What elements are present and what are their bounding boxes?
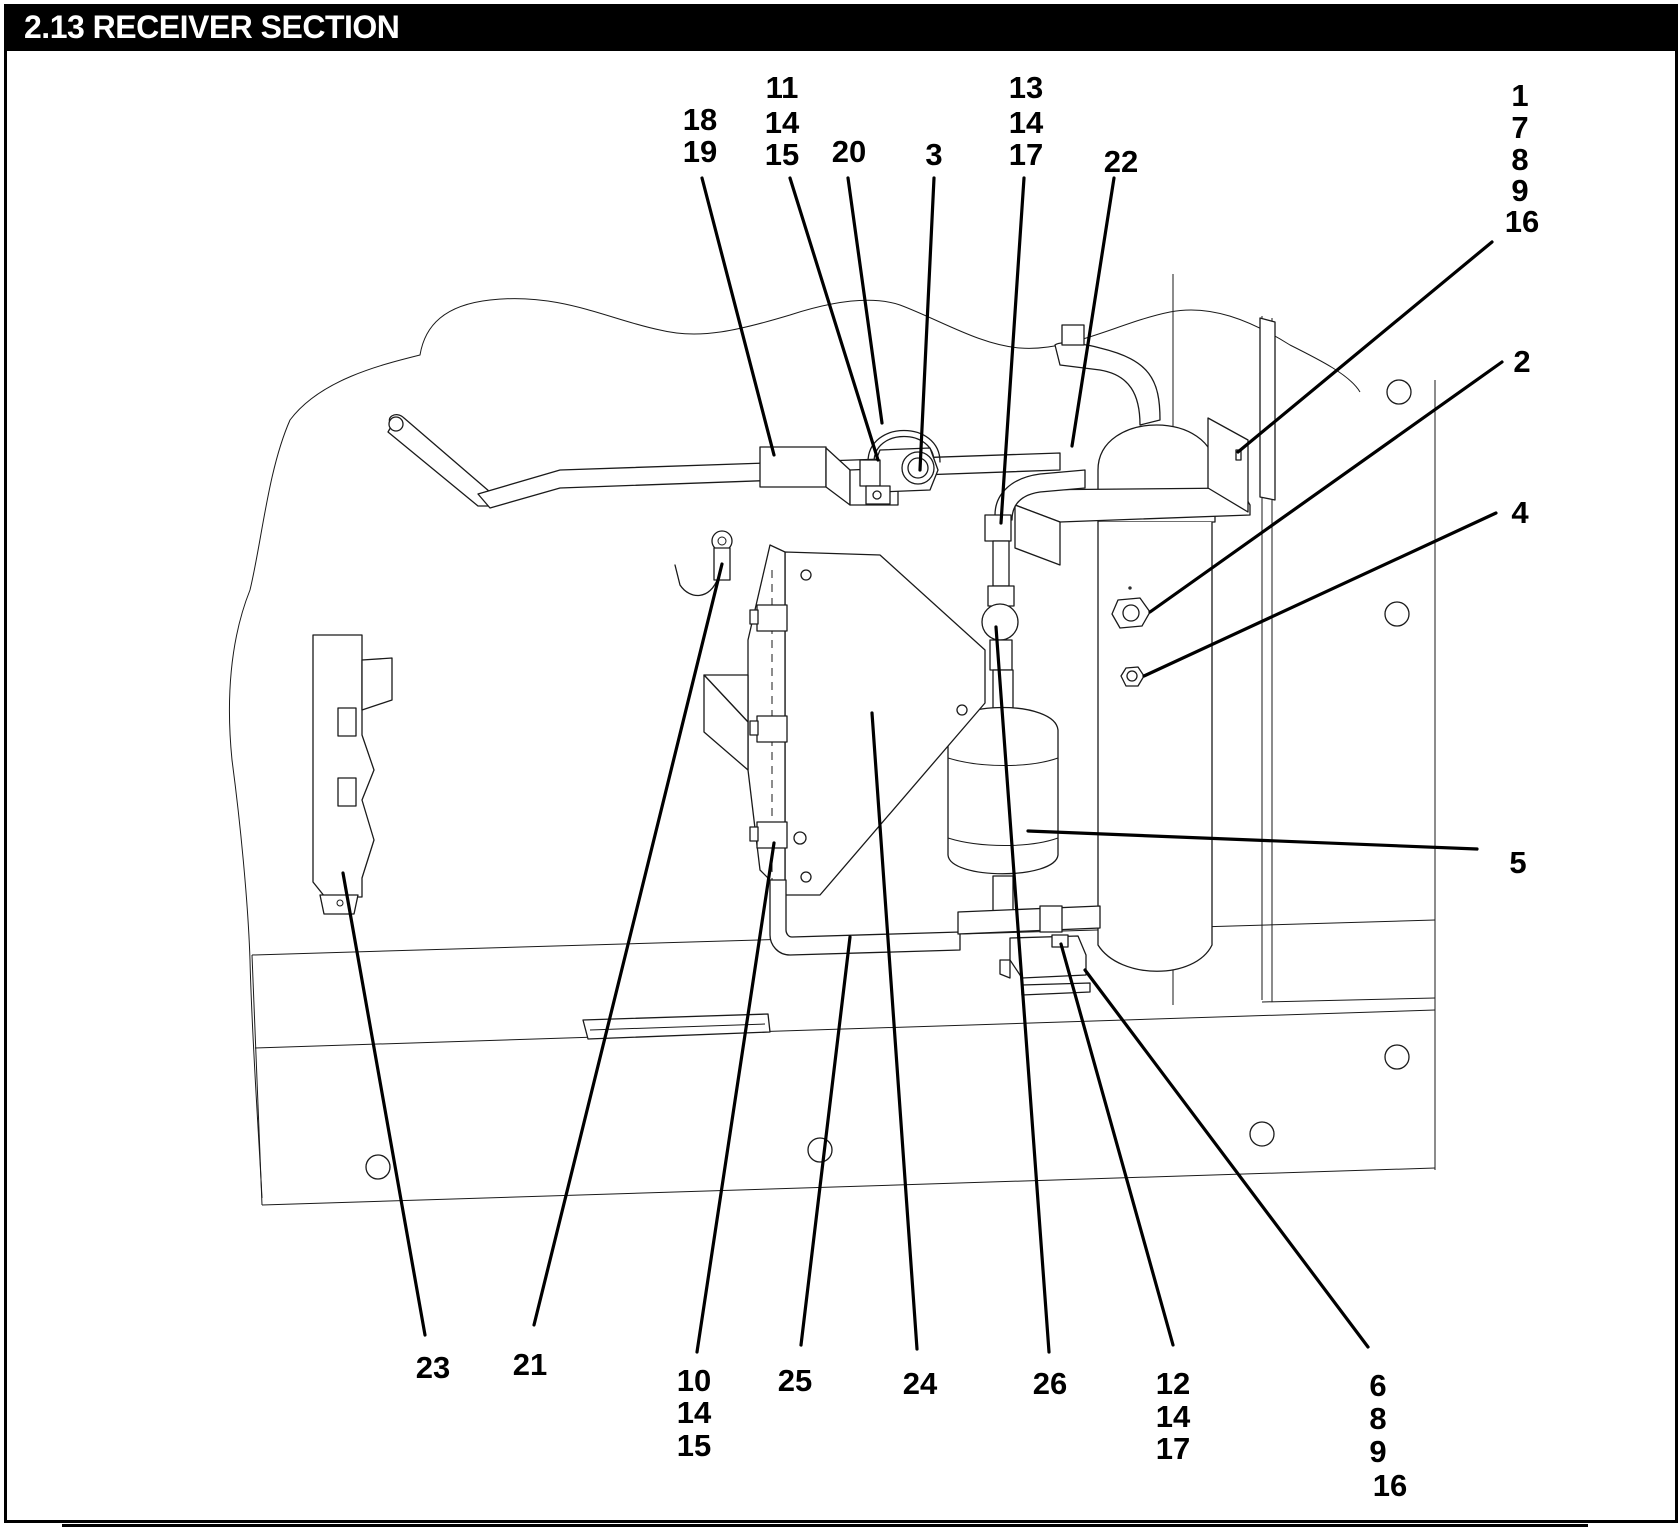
callout-22: 22	[1104, 144, 1138, 179]
leader-13-14-17	[999, 176, 1026, 525]
receiver-mount-bracket	[1014, 417, 1251, 566]
section-title: 2.13 RECEIVER SECTION	[4, 4, 1676, 51]
callout-number: 16	[1505, 204, 1539, 239]
callout-number: 15	[765, 137, 799, 172]
callout-24: 24	[903, 1366, 938, 1401]
callout-5: 5	[1509, 845, 1526, 880]
callout-number: 14	[1009, 105, 1044, 140]
fusible-plug-and-fitting	[1111, 597, 1151, 687]
panel-bolt-holes	[365, 379, 1412, 1180]
callout-number: 16	[1373, 1468, 1407, 1503]
callout-number: 9	[1511, 173, 1528, 208]
callout-23: 23	[416, 1350, 450, 1385]
leader-6-8-9-16	[1083, 968, 1370, 1349]
leader-21	[532, 562, 724, 1327]
callout-number: 18	[683, 102, 717, 137]
callout-number: 2	[1513, 344, 1530, 379]
callout-4: 4	[1511, 495, 1529, 530]
callout-number: 26	[1033, 1366, 1067, 1401]
upper-liquid-line	[387, 414, 1061, 509]
callout-number: 14	[677, 1395, 712, 1430]
mounting-plate	[703, 544, 986, 896]
callout-number: 5	[1509, 845, 1526, 880]
leader-4	[1142, 511, 1498, 678]
callout-number: 21	[513, 1347, 547, 1382]
callout-26: 26	[1033, 1366, 1067, 1401]
callout-21: 21	[513, 1347, 547, 1382]
callout-number: 4	[1511, 495, 1529, 530]
leader-11-14-15	[788, 176, 880, 462]
callout-number: 11	[766, 70, 799, 105]
callout-2: 2	[1513, 344, 1530, 379]
callout-number: 6	[1369, 1368, 1386, 1403]
control-module	[312, 634, 393, 915]
callout-3: 3	[925, 137, 942, 172]
callout-number: 10	[677, 1363, 711, 1398]
leader-26	[994, 625, 1051, 1354]
leader-24	[870, 711, 919, 1351]
callout-number: 17	[1156, 1431, 1190, 1466]
callout-25: 25	[778, 1363, 812, 1398]
callout-11-14-15: 11 14 15	[765, 70, 800, 172]
leader-12-14-17	[1059, 942, 1175, 1347]
leader-20	[846, 176, 884, 425]
leader-2	[1148, 360, 1504, 614]
callout-18-19: 18 19	[683, 102, 717, 169]
receiver-tank	[1054, 324, 1216, 972]
leader-1-7-8-9-16	[1236, 240, 1494, 454]
callout-number: 8	[1369, 1401, 1386, 1436]
leader-3	[918, 176, 936, 472]
callout-6-8-9-16: 6 8 9 16	[1369, 1368, 1407, 1503]
callout-number: 8	[1511, 142, 1528, 177]
callout-number: 15	[677, 1428, 711, 1463]
callout-12-14-17: 12 14 17	[1156, 1366, 1191, 1466]
callout-10-14-15: 10 14 15	[677, 1363, 712, 1463]
frame-shadow-line	[62, 1524, 1588, 1527]
callout-13-14-17: 13 14 17	[1009, 70, 1044, 172]
ground-lug	[674, 530, 733, 597]
callout-number: 17	[1009, 137, 1043, 172]
callout-leader-lines	[341, 176, 1504, 1354]
callout-number: 12	[1156, 1366, 1190, 1401]
callout-number: 14	[1156, 1399, 1191, 1434]
lower-liquid-line	[769, 879, 1101, 956]
callout-number: 9	[1369, 1434, 1386, 1469]
callout-number: 1	[1511, 78, 1528, 113]
leader-18-19	[700, 176, 776, 457]
callout-number: 14	[765, 105, 800, 140]
leader-25	[799, 935, 852, 1347]
leader-22	[1070, 176, 1116, 448]
callout-number: 22	[1104, 144, 1138, 179]
callout-number: 24	[903, 1366, 938, 1401]
callout-number: 3	[925, 137, 942, 172]
callout-number: 23	[416, 1350, 450, 1385]
callout-number: 19	[683, 134, 717, 169]
callout-number: 20	[832, 134, 866, 169]
callout-labels: 18 19 11 14 15 20 3 13 14 17 22 1 7 8 9 …	[416, 70, 1539, 1503]
leader-23	[341, 871, 427, 1337]
callout-number: 25	[778, 1363, 812, 1398]
callout-1-7-8-9-16: 1 7 8 9 16	[1505, 78, 1539, 239]
cabinet-breakaway-outline	[228, 274, 1436, 1206]
leader-10-14-15	[695, 841, 776, 1354]
clamp-base-bracket	[999, 934, 1091, 996]
callout-number: 7	[1511, 110, 1528, 145]
callout-20: 20	[832, 134, 866, 169]
callout-number: 13	[1009, 70, 1043, 105]
leader-5	[1026, 829, 1479, 851]
